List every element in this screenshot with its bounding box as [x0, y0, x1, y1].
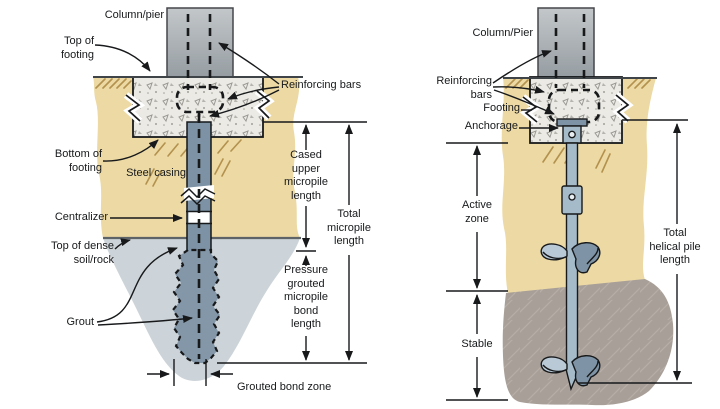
column-rebar-dashes-right	[554, 14, 586, 88]
helix-plate-lower	[540, 355, 601, 387]
micropile-figure	[93, 7, 367, 386]
dimension-lines-left	[147, 121, 367, 386]
coupling-bolt	[568, 193, 576, 201]
helix-plate-upper	[540, 242, 601, 274]
column-pier-right	[537, 7, 595, 78]
soil-hatch-marks	[95, 78, 242, 187]
anchorage-plate	[556, 118, 588, 127]
leader-arrows-right	[492, 50, 559, 132]
stable-soil-mass	[502, 279, 674, 406]
column-rebar-dashes	[186, 14, 212, 90]
dimension-lines-right	[446, 119, 692, 401]
footing-break-notches	[123, 88, 275, 124]
anchorage-bolt	[568, 130, 576, 139]
grout-bond-bulb	[171, 248, 222, 365]
leader-arrows-left	[94, 42, 280, 326]
helical-pile-figure	[446, 7, 692, 406]
column-pier	[166, 7, 234, 78]
footing-rebar-dashed-outline	[175, 85, 225, 114]
